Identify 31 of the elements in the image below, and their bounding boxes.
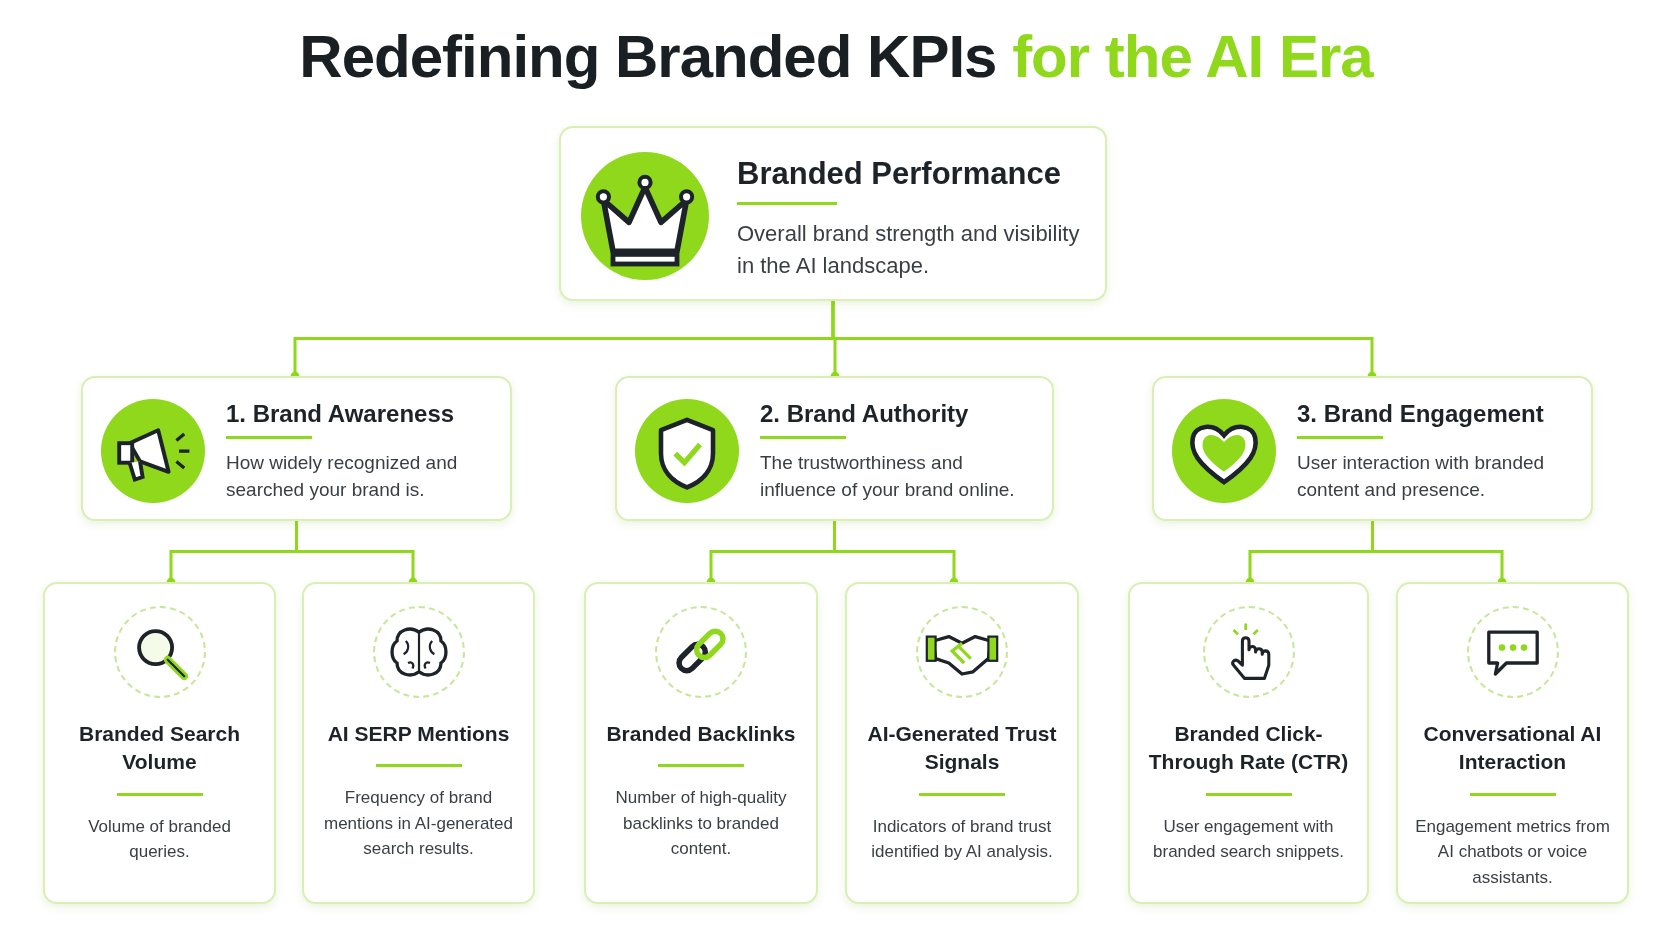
card-description: User interaction with branded content and presence. xyxy=(1297,451,1546,502)
card-description: Number of high-quality backlinks to branded content. xyxy=(614,787,788,861)
card-description: Indicators of brand trust identified by AI analysis. xyxy=(870,815,1054,864)
card-title: 2. Brand Authority xyxy=(760,400,969,428)
card xyxy=(1152,376,1593,521)
card xyxy=(559,126,1107,301)
card-title: AI SERP Mentions xyxy=(326,721,511,747)
card-title: Branded Performance xyxy=(737,156,1061,192)
card-title: Branded Backlinks xyxy=(605,721,797,747)
card xyxy=(1128,582,1369,904)
card-description: Overall brand strength and visibility in the AI landscape. xyxy=(737,220,1081,280)
card-title: Branded Search Volume xyxy=(77,721,242,776)
card-title: Branded Click-Through Rate (CTR) xyxy=(1147,721,1350,776)
card-description: User engagement with branded search snippets. xyxy=(1152,815,1345,864)
card xyxy=(615,376,1054,521)
card-description: Volume of branded queries. xyxy=(87,815,232,864)
card-description: Frequency of brand mentions in AI-generated search results. xyxy=(323,787,514,861)
title: Redefining Branded KPIs for the AI Era xyxy=(298,22,1375,91)
card-title: 1. Brand Awareness xyxy=(226,400,455,428)
card xyxy=(584,582,818,904)
card xyxy=(845,582,1079,904)
card xyxy=(43,582,276,904)
card-title: Conversational AI Interaction xyxy=(1422,721,1603,776)
card-title: AI-Generated Trust Signals xyxy=(866,721,1058,776)
card xyxy=(1396,582,1629,904)
card-description: Engagement metrics from AI chatbots or voice assistants. xyxy=(1414,815,1611,889)
card xyxy=(81,376,512,521)
card xyxy=(302,582,535,904)
card-description: How widely recognized and searched your brand is. xyxy=(226,451,459,502)
card-title: 3. Brand Engagement xyxy=(1297,400,1544,428)
card-description: The trustworthiness and influence of your brand online. xyxy=(760,451,1016,502)
